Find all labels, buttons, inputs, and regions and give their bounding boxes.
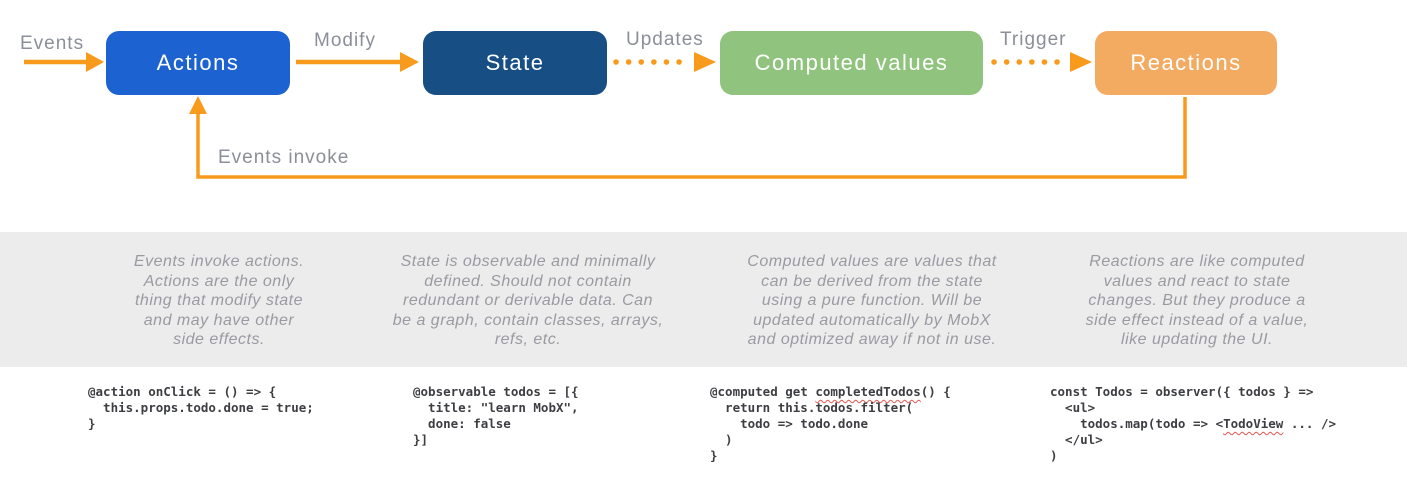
arrow-state-to-computed xyxy=(613,52,716,72)
arrow-actions-to-state xyxy=(296,52,419,72)
code-snippet-computed: @computed get completedTodos() { return … xyxy=(710,384,951,463)
node-reactions: Reactions xyxy=(1095,31,1277,95)
code-snippet-action: @action onClick = () => { this.props.tod… xyxy=(88,384,314,431)
label-trigger: Trigger xyxy=(1000,29,1067,50)
code-snippet-observable: @observable todos = [{ title: "learn Mob… xyxy=(413,384,579,447)
arrow-computed-to-reactions xyxy=(991,52,1092,72)
description-computed-values: Computed values are values that can be d… xyxy=(747,253,997,348)
description-state: State is observable and minimally define… xyxy=(392,253,664,348)
label-events: Events xyxy=(20,33,85,54)
code-snippet-observer: const Todos = observer({ todos } => <ul>… xyxy=(1050,384,1336,463)
node-computed-values-label: Computed values xyxy=(754,50,949,75)
arrow-reactions-to-actions-feedback xyxy=(189,96,1187,179)
node-state-label: State xyxy=(485,50,545,75)
node-reactions-label: Reactions xyxy=(1130,50,1242,75)
node-actions-label: Actions xyxy=(156,50,240,75)
label-modify: Modify xyxy=(314,30,376,51)
descriptions-band: Events invoke actions. Actions are the o… xyxy=(0,232,1407,367)
flow-arrows xyxy=(24,52,1187,179)
flow-diagram: Actions State Computed values Reactions … xyxy=(0,0,1407,232)
node-state: State xyxy=(423,31,607,95)
node-computed-values: Computed values xyxy=(720,31,983,95)
node-actions: Actions xyxy=(106,31,290,95)
description-actions: Events invoke actions. Actions are the o… xyxy=(133,253,305,348)
label-updates: Updates xyxy=(626,29,704,50)
label-events-invoke: Events invoke xyxy=(218,147,350,168)
code-section: @action onClick = () => { this.props.tod… xyxy=(0,367,1407,483)
description-reactions: Reactions are like computed values and r… xyxy=(1085,253,1309,348)
arrow-events-to-actions xyxy=(24,52,104,72)
